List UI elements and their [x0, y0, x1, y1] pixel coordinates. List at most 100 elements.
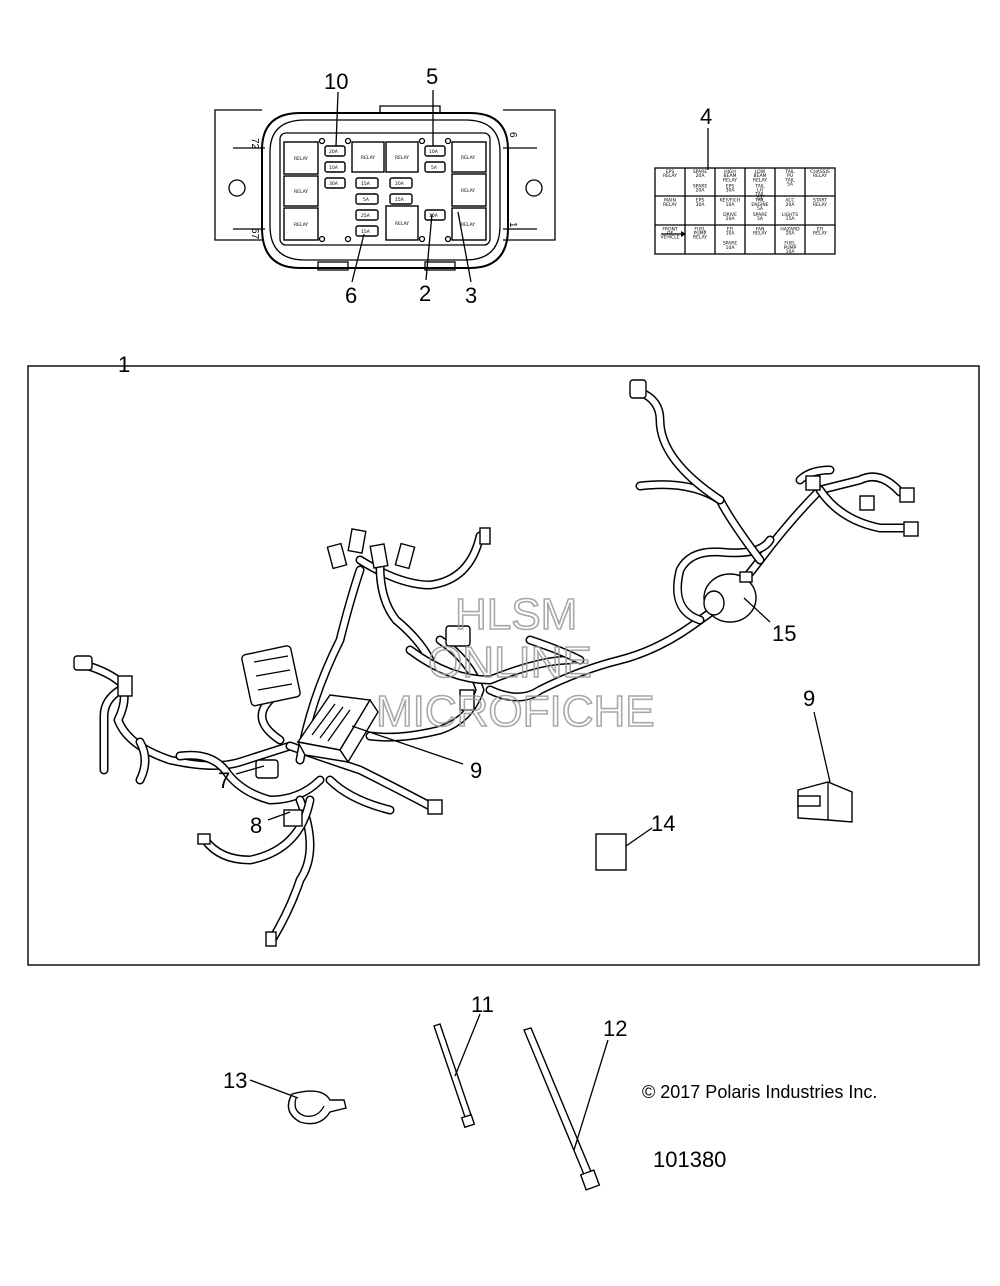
watermark-line2: ONLINE — [428, 638, 592, 687]
decal-cell-text: 5A — [757, 206, 764, 212]
callout-6: 6 — [345, 283, 357, 308]
decal-cell-text: TAIL — [784, 169, 795, 175]
watermark-line3: MICROFICHE — [376, 687, 655, 736]
decal-cell-text: 10A — [726, 202, 736, 208]
decal-cell-text: ACC — [785, 198, 794, 204]
decal-cell-text: RELAY — [723, 177, 737, 183]
harness-wire-inner — [527, 637, 583, 663]
callout-10: 10 — [324, 69, 348, 94]
decal-cell-text: PUMP — [784, 245, 797, 251]
decal-cell-text: RELAY — [813, 231, 827, 237]
clamp-13-illustration — [249, 1079, 347, 1125]
relay-text: RELAY — [461, 188, 475, 194]
decal-cell-text: HAZARD — [780, 226, 800, 232]
decal-cell-text: RELAY — [663, 202, 677, 208]
harness-wire-inner — [269, 797, 313, 943]
decal-cell-text: 30A — [696, 202, 706, 208]
side-label: 6 — [507, 132, 518, 138]
harness-wire-inner — [377, 563, 433, 663]
decal-cell-text: EPS — [666, 169, 675, 175]
decal-cell-text: 5A — [757, 196, 764, 202]
callout-5: 5 — [426, 64, 438, 89]
decal-cell-text: OF — [667, 231, 674, 237]
callout-14: 14 — [651, 811, 675, 836]
fuse-label: 20A — [329, 149, 339, 155]
decal-cell-text: VEHICLE — [660, 235, 679, 241]
callout-13: 13 — [223, 1068, 247, 1093]
relay-text: RELAY — [461, 155, 475, 161]
harness-wire-inner — [817, 487, 909, 531]
harness-frame — [27, 365, 980, 966]
side-label: 72 — [249, 138, 260, 150]
decal-cell-text: RELAY — [813, 173, 827, 179]
part-number: 101380 — [653, 1147, 726, 1172]
callout-11: 11 — [471, 992, 494, 1017]
relay-text: RELAY — [294, 189, 308, 195]
label-14-illustration — [595, 833, 627, 871]
decal-cell-text: EPS — [726, 183, 735, 189]
decal-cell-text: RELAY — [753, 177, 767, 183]
decal-cell-text: HIGH — [724, 169, 736, 175]
fuse-box-illustration: RELAY RELAY RELAY RELAY RELAY RELAY RELA… — [214, 90, 556, 283]
side-label: 1 — [507, 222, 518, 228]
decal-cell-text: 5A — [757, 216, 764, 222]
decal-cell-text: 15A — [786, 216, 796, 222]
decal-cell-text: FRONT — [662, 226, 678, 232]
decal-cell-text: BEAM — [724, 173, 737, 179]
decal-cell-text: 10A — [726, 245, 736, 251]
copyright-text: © 2017 Polaris Industries Inc. — [642, 1082, 877, 1102]
decal-cell-text: RELAY — [813, 202, 827, 208]
relay-text: RELAY — [461, 222, 475, 228]
fuse-label: 25A — [361, 213, 371, 219]
decal-cell-text: FUEL — [694, 226, 706, 232]
decal-cell-text: TAIL — [754, 198, 765, 204]
decal-cell-text: 20A — [696, 188, 706, 194]
fuse-decal-label — [654, 167, 836, 255]
callout-15: 15 — [772, 621, 796, 646]
callout-2: 2 — [419, 281, 431, 306]
decal-cell-text: 5A — [787, 182, 794, 188]
decal-cell-text: FAN — [756, 226, 765, 232]
fuse-label: 10A — [429, 149, 439, 155]
decal-cell-text: LOW — [755, 169, 766, 175]
callout-8: 8 — [250, 813, 262, 838]
decal-cell-text: TAIL — [754, 183, 765, 189]
relay-text: RELAY — [395, 221, 409, 227]
wire-harness-illustration — [73, 379, 919, 947]
decal-cell-text: SPARE — [693, 183, 707, 189]
fuse-label: 15A — [395, 197, 405, 203]
fuse-label: 5A — [363, 197, 370, 203]
fuse-label: 15A — [361, 229, 371, 235]
fuse-label: 5A — [431, 165, 438, 171]
decal-cell-text: TAIL — [754, 192, 765, 198]
harness-wire-inner — [79, 661, 293, 769]
connector-9-illustration — [797, 711, 853, 823]
decal-cell-text: RELAY — [753, 231, 767, 237]
decal-cell-text: SPARE — [723, 241, 737, 247]
harness-wire-inner — [137, 739, 148, 783]
decal-cell-text: PUMP — [694, 231, 707, 237]
relay-text: RELAY — [361, 155, 375, 161]
decal-cell-text: 20A — [786, 202, 796, 208]
decal-cell-text: 30A — [726, 188, 736, 194]
harness-wire-inner — [327, 777, 393, 813]
decal-cell-text: SPARE — [693, 169, 707, 175]
fuse-label: 30A — [329, 181, 339, 187]
harness-wire-inner — [177, 752, 323, 803]
decal-cell-text: 10A — [786, 249, 796, 255]
side-label: 67 — [249, 228, 260, 240]
decal-text-grid: EPSRELAYSPARE20AHIGHBEAMRELAYLOWBEAMRELA… — [660, 169, 829, 255]
callout-3: 3 — [465, 283, 477, 308]
decal-cell-text: PU — [787, 173, 793, 179]
decal-cell-text: BEAM — [754, 173, 767, 179]
callout-1: 1 — [118, 352, 130, 377]
decal-cell-text: CHASSIS — [810, 169, 830, 175]
fuse-label: 10A — [329, 165, 339, 171]
callout-12: 12 — [603, 1016, 627, 1041]
decal-cell-text: SPARE — [753, 212, 767, 218]
decal-cell-text: LIGHTS — [782, 212, 798, 218]
decal-cell-text: TAIL — [784, 177, 795, 183]
decal-cell-text: ENGINE — [751, 202, 768, 208]
fuse-label: 20A — [395, 181, 405, 187]
